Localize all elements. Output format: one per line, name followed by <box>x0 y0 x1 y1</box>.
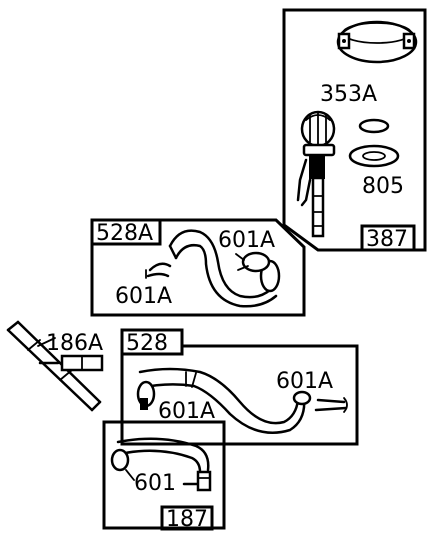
hose-528A-part <box>168 229 281 308</box>
panel-528-label: 528 <box>126 331 168 356</box>
part-601A-528-left-label: 601A <box>158 399 215 424</box>
part-601A-right-label: 601A <box>218 228 275 253</box>
panel-528A: 528A 601A 601A <box>90 218 306 317</box>
panel-528: 528 601A 601A <box>120 328 359 446</box>
panel-187-label: 187 <box>166 507 208 532</box>
part-805-label: 805 <box>362 174 404 199</box>
clamp-ring-part <box>336 20 418 64</box>
part-601A-528-right-label: 601A <box>276 369 333 394</box>
part-186A-label: 186A <box>46 331 103 356</box>
clip-601A-528A-right <box>235 251 271 273</box>
clip-601A-528-left <box>136 380 156 410</box>
panel-187-outline <box>102 420 226 530</box>
clip-601-187 <box>125 469 135 481</box>
panel-387-label: 387 <box>366 227 408 252</box>
hose-528-part <box>138 367 312 434</box>
part-601-label: 601 <box>134 471 176 496</box>
fuel-cap-assembly-part <box>296 110 336 238</box>
part-601A-left-label: 601A <box>115 284 172 309</box>
panel-187-label-box <box>160 505 214 531</box>
hose-187-part <box>110 437 212 492</box>
panel-528A-outline <box>90 218 306 317</box>
part-186A-group: 186A <box>6 320 104 412</box>
panel-187: 187 601 <box>102 420 226 532</box>
panel-387: 387 353A 805 <box>282 8 427 252</box>
fuel-line-part-186A <box>6 320 104 412</box>
panel-528A-label: 528A <box>96 221 153 246</box>
panel-528A-label-box <box>90 218 162 246</box>
grommet-part <box>358 118 390 134</box>
panel-387-label-box <box>360 224 416 252</box>
washer-part-805 <box>348 144 400 168</box>
panel-528-label-box <box>120 328 184 356</box>
part-353A-label: 353A <box>320 82 377 107</box>
clip-601A-528A-left <box>145 262 172 279</box>
clip-601A-528-right <box>314 397 348 413</box>
